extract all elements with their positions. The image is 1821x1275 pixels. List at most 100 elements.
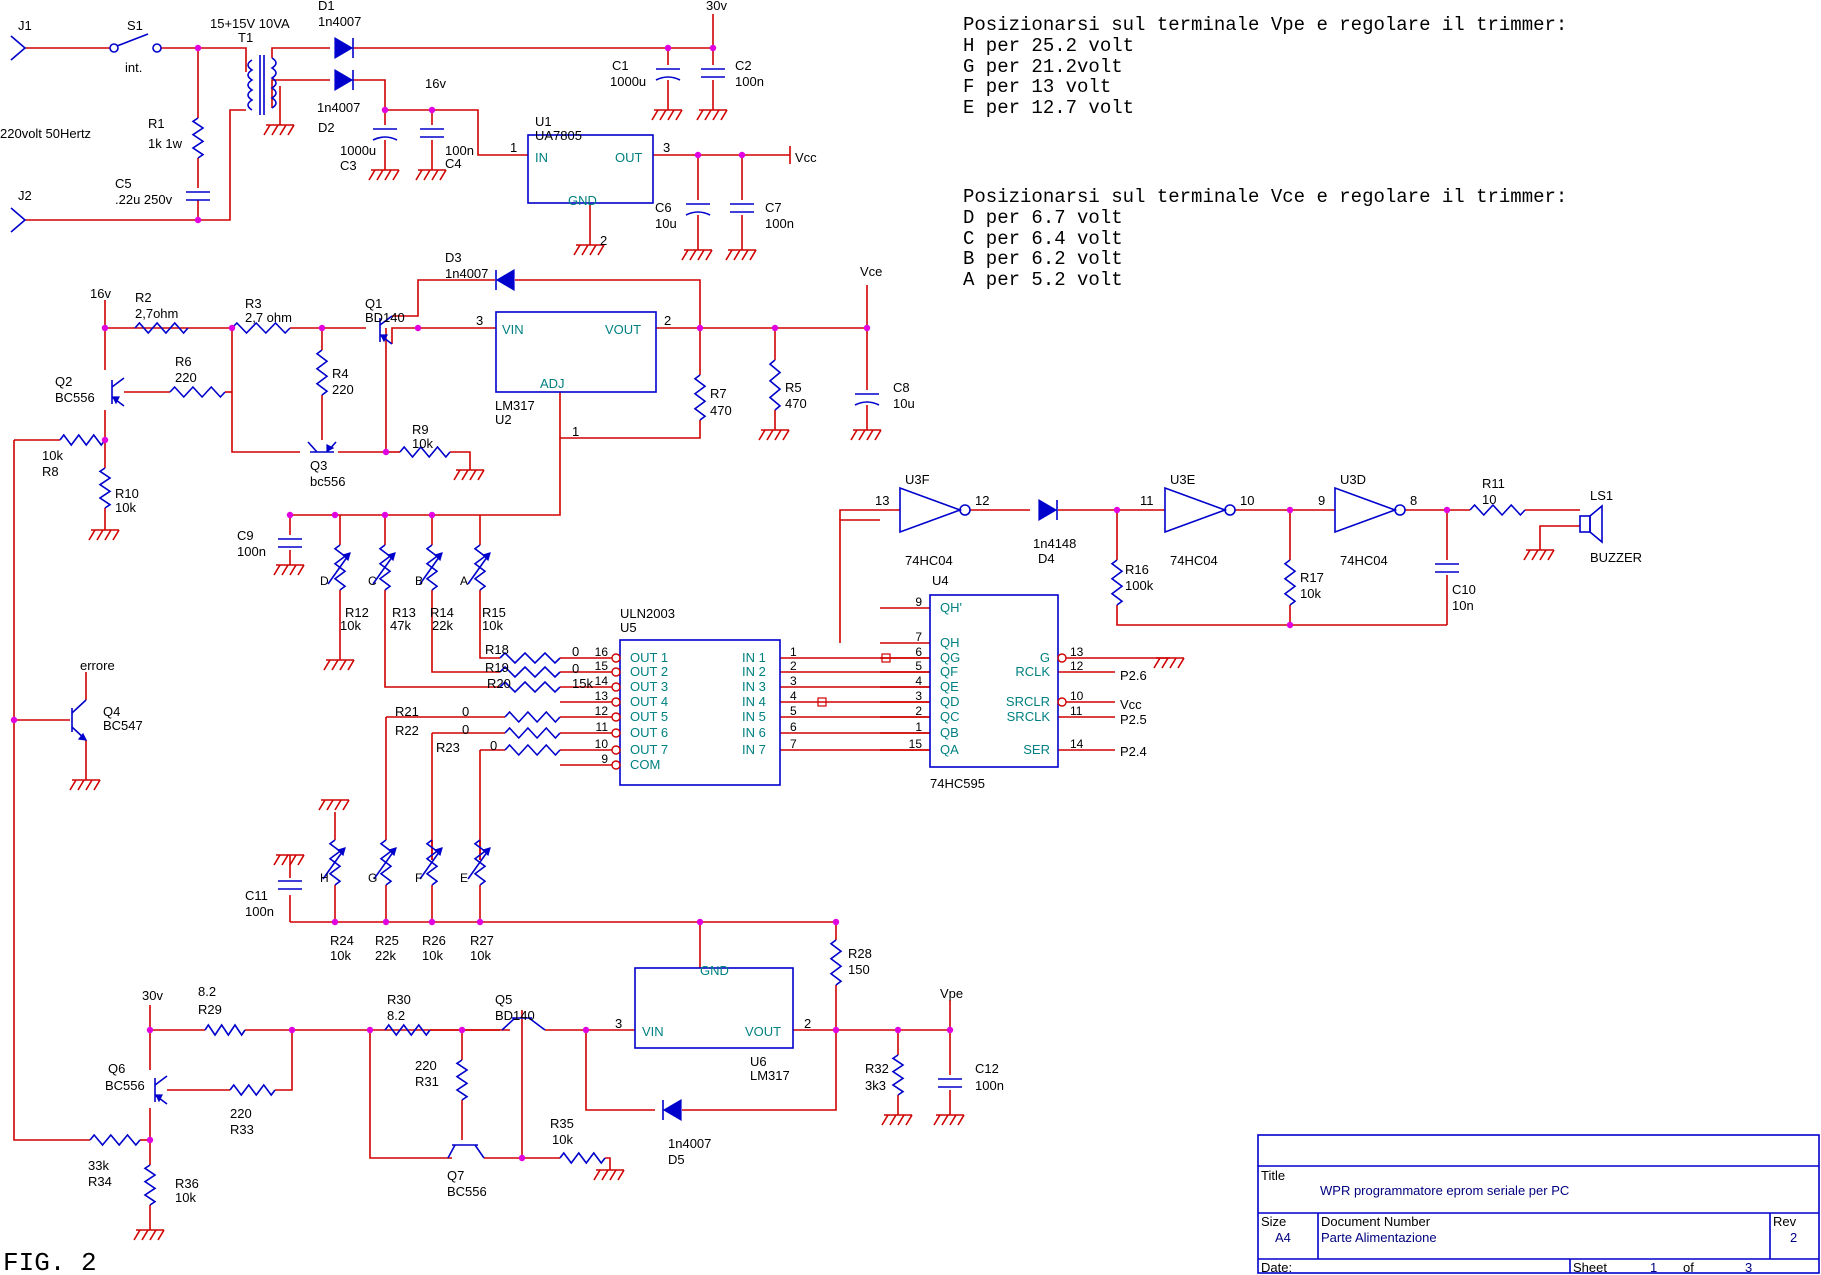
sheet-label: Sheet	[1573, 1260, 1607, 1275]
label-u1gnd: GND	[568, 193, 597, 208]
rev-label: Rev	[1773, 1214, 1797, 1229]
ground-hatch	[957, 1114, 965, 1126]
label-j2: J2	[18, 188, 32, 203]
label-c1v: 1000u	[610, 74, 646, 89]
junction-dot	[381, 106, 389, 114]
label-sr_left-6: QC	[940, 709, 960, 724]
label-r14: R14	[430, 605, 454, 620]
ground-hatch	[749, 249, 757, 261]
label-r29: R29	[198, 1002, 222, 1017]
label-sr_right_pins-0: 13	[1070, 645, 1084, 659]
label-sr_left-0: QH'	[940, 600, 962, 615]
label-r18: R18	[485, 642, 509, 657]
label-r1: R1	[148, 116, 165, 131]
note-vpe-g: G per 21.2volt	[963, 56, 1123, 78]
resistor-r8	[59, 433, 106, 447]
label-u4: U4	[932, 573, 949, 588]
label-pin3: 3	[663, 140, 670, 155]
capacitor-c3-curve	[372, 136, 398, 141]
label-val0: 0	[462, 722, 469, 737]
sheet-value: 1	[1650, 1260, 1657, 1275]
ground-hatch	[323, 659, 331, 671]
trimmer-notes: Posizionarsi sul terminale Vpe e regolar…	[963, 14, 1567, 291]
note-vpe-title: Posizionarsi sul terminale Vpe e regolar…	[963, 14, 1567, 36]
wire-s1-t1	[161, 47, 247, 72]
label-u2: U2	[495, 412, 512, 427]
label-uln_in_pins-0: 1	[790, 645, 797, 659]
resistor-r28	[829, 939, 843, 986]
label-errore: errore	[80, 658, 115, 673]
label-uln_out-2: OUT 3	[630, 679, 668, 694]
label-p9: 9	[1318, 493, 1325, 508]
label-c10: C10	[1452, 582, 1476, 597]
label-p26: P2.6	[1120, 668, 1147, 683]
transistor-q1-c	[379, 315, 393, 326]
label-sr_left_pins-3: 5	[915, 659, 922, 673]
ground-hatch	[297, 564, 305, 576]
ground-hatch	[423, 169, 431, 181]
label-r8: R8	[42, 464, 59, 479]
docnum-label: Document Number	[1321, 1214, 1431, 1229]
label-c8: C8	[893, 380, 910, 395]
trimmer-h-arrowhead	[336, 847, 346, 857]
buzzer-ls1-cone	[1589, 504, 1603, 544]
label-val0: 0	[462, 704, 469, 719]
label-u3d: U3D	[1340, 472, 1366, 487]
switch-s1-lever	[116, 33, 149, 47]
label-u5: U5	[620, 620, 637, 635]
label-uln_out_pins-6: 10	[595, 737, 609, 751]
label-uln_out-6: OUT 7	[630, 742, 668, 757]
junction-dot	[101, 436, 109, 444]
ground-hatch	[696, 109, 704, 121]
label-u3f: U3F	[905, 472, 930, 487]
ground-hatch	[271, 124, 279, 136]
ground-hatch	[874, 429, 882, 441]
ground-hatch	[439, 169, 447, 181]
label-q4v: BC547	[103, 718, 143, 733]
label-q3v: bc556	[310, 474, 345, 489]
label-sr_right-4: SER	[1023, 742, 1050, 757]
ground-hatch	[597, 244, 605, 256]
label-r24: R24	[330, 933, 354, 948]
label-r28: R28	[848, 946, 872, 961]
label-q5v: BD140	[495, 1008, 535, 1023]
label-sr_right_pins-3: 11	[1070, 704, 1083, 718]
label-c2v: 100n	[735, 74, 764, 89]
label-r2: R2	[135, 290, 152, 305]
ground-hatch	[897, 1114, 905, 1126]
ground-hatch	[415, 169, 423, 181]
ground-hatch	[1169, 657, 1177, 669]
label-r12v: 10k	[340, 618, 361, 633]
ground-hatch	[477, 469, 485, 481]
label-d2: D2	[318, 120, 335, 135]
transistor-q2-c	[111, 377, 125, 388]
trimmer-g-arrowhead	[387, 847, 397, 857]
label-sr_left_pins-8: 15	[909, 737, 923, 751]
ground-hatch	[712, 109, 720, 121]
pin-bubble	[611, 697, 621, 707]
label-r6v: 220	[175, 370, 197, 385]
wire	[585, 1030, 655, 1111]
label-pin2: 2	[664, 313, 671, 328]
label-d3: D3	[445, 250, 462, 265]
label-r3: R3	[245, 296, 262, 311]
ground-hatch	[766, 429, 774, 441]
size-value: A4	[1275, 1230, 1291, 1245]
label-u1out: OUT	[615, 150, 643, 165]
junction-dot	[331, 511, 339, 519]
label-q7: Q7	[447, 1168, 464, 1183]
title-label: Title	[1261, 1168, 1285, 1183]
ground-hatch	[881, 1114, 889, 1126]
ground-hatch	[1547, 549, 1555, 561]
resistor-r11	[1469, 503, 1526, 517]
label-u1in: IN	[535, 150, 548, 165]
ground-hatch	[609, 1169, 617, 1181]
label-c4: C4	[445, 156, 462, 171]
pin-bubble	[1057, 697, 1067, 707]
label-r21: R21	[395, 704, 419, 719]
label-u2v: LM317	[495, 398, 535, 413]
label-r5: R5	[785, 380, 802, 395]
label-sr_right_pins-2: 10	[1070, 689, 1084, 703]
label-r9: R9	[412, 422, 429, 437]
label-uln_in_pins-4: 5	[790, 704, 797, 718]
